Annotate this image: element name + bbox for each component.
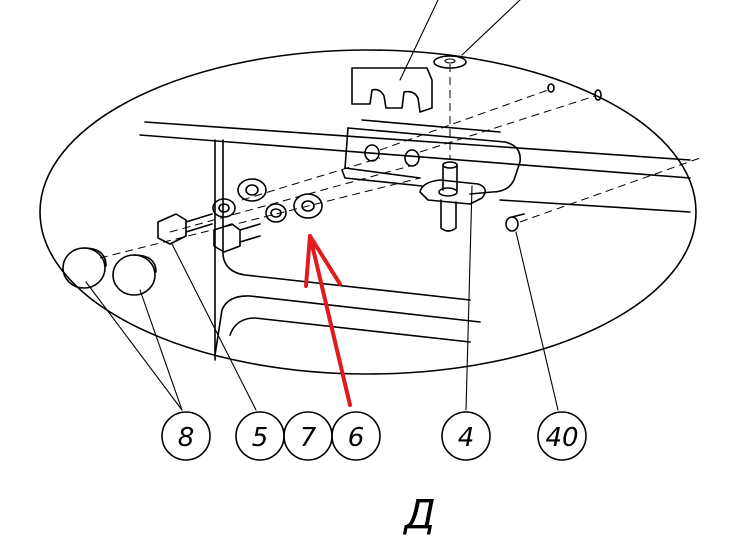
bracket-part-4 [341, 119, 522, 232]
callout-7-label: 7 [300, 423, 317, 453]
rivet-part-40 [505, 213, 525, 232]
pins-top-right [547, 83, 602, 101]
callout-5-label: 5 [252, 423, 269, 453]
callout-4: 4 [441, 411, 491, 461]
assembly-axes [99, 64, 701, 259]
shim-plate [351, 67, 433, 113]
leader-top-left [399, 0, 439, 81]
callout-leaders [85, 185, 559, 411]
washers-group [212, 178, 323, 223]
callout-4-label: 4 [458, 423, 475, 453]
highlight-arrow [304, 234, 352, 407]
bolts-part-5 [157, 213, 261, 253]
top-washer [433, 55, 467, 69]
callout-5: 5 [235, 411, 285, 461]
detail-view-ellipse [39, 49, 697, 375]
callout-8-label: 8 [178, 423, 195, 453]
frame-rails [139, 121, 691, 361]
view-label: Д [402, 492, 435, 538]
callout-6: 6 [331, 411, 381, 461]
callout-7: 7 [283, 411, 333, 461]
callout-40-label: 40 [545, 423, 578, 453]
callout-40: 40 [537, 411, 587, 461]
callout-6-label: 6 [348, 423, 365, 453]
callout-8: 8 [161, 411, 211, 461]
cap-plugs-part-8 [62, 247, 157, 296]
leader-top-right [461, 0, 521, 56]
